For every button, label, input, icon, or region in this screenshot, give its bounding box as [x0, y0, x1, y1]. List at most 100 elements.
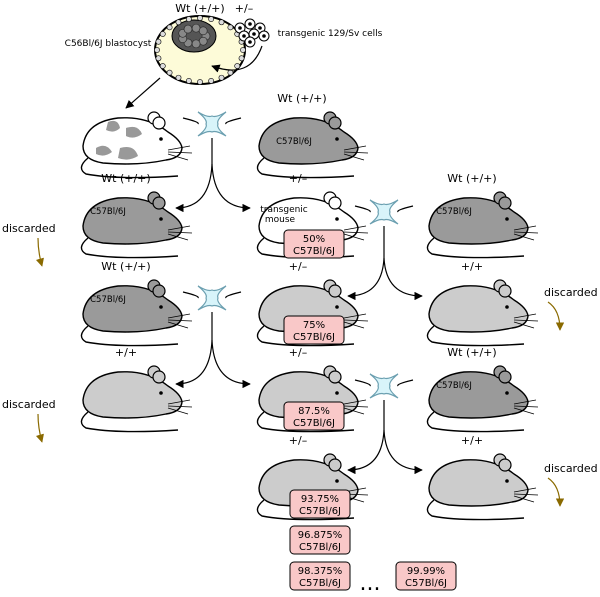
offspring-line [211, 163, 251, 213]
hom-mouse [426, 279, 539, 347]
discarded-label: discarded [544, 462, 598, 475]
mouse-genotype: Wt (+/+) [277, 92, 326, 105]
discard-arrow [35, 237, 44, 267]
wt-mouse: C57Bl/6J [80, 191, 193, 259]
percent-value: 96.875% [298, 530, 343, 541]
percent-box [289, 525, 351, 555]
cross-line [225, 117, 242, 125]
percent-50: 50%C57Bl/6J [283, 229, 345, 259]
mouse-genotype: Wt (+/+) [447, 346, 496, 359]
cross-line [182, 117, 199, 125]
mouse-genotype: +/– [289, 434, 307, 447]
spot-shape [96, 145, 112, 156]
discarded-label: discarded [544, 286, 598, 299]
percent-96-875: 96.875%C57Bl/6J [289, 525, 351, 555]
percent-value: 87.5% [298, 406, 330, 417]
cells-genotype: +/– [235, 2, 253, 15]
cross-icon [197, 111, 227, 137]
cross-line [225, 291, 242, 299]
mouse-strain-label: C57Bl/6J [436, 381, 472, 391]
mouse-genotype: +/– [289, 346, 307, 359]
offspring-line [175, 339, 213, 389]
offspring-line [383, 257, 423, 301]
mouse-genotype: +/– [289, 260, 307, 273]
percent-93-75: 93.75%C57Bl/6J [289, 489, 351, 519]
spot-shape [118, 147, 138, 160]
cross-icon [369, 199, 399, 225]
cross-line [182, 291, 199, 299]
mouse-strain-label: C57Bl/6J [90, 207, 126, 217]
percent-strain: C57Bl/6J [293, 418, 335, 429]
percent-box [289, 561, 351, 591]
cross-line [354, 379, 371, 387]
chimera-mouse [80, 111, 193, 179]
mouse-icon [80, 111, 193, 179]
cross-line [397, 379, 414, 387]
discard-arrow [547, 301, 565, 331]
chimera-arrow [125, 77, 161, 109]
percent-value: 99.99% [407, 566, 445, 577]
mouse-icon [80, 365, 193, 433]
mouse-strain-label: C57Bl/6J [436, 207, 472, 217]
cells-label: transgenic 129/Sv cells [278, 29, 383, 39]
ellipsis: ... [360, 571, 381, 593]
mouse-genotype: Wt (+/+) [447, 172, 496, 185]
transgenic-label: mouse [265, 215, 296, 225]
wt-mouse: C57Bl/6J [256, 111, 369, 179]
percent-value: 50% [303, 234, 325, 245]
mouse-genotype: Wt (+/+) [101, 172, 150, 185]
mouse-icon [80, 279, 193, 347]
injection-arrow [211, 45, 263, 73]
mouse-genotype: +/+ [115, 346, 137, 359]
discarded-label: discarded [2, 222, 56, 235]
spot-shape [106, 120, 120, 132]
transgenic-label: transgenic [260, 205, 308, 215]
offspring-line [175, 163, 213, 213]
mouse-strain-label: C57Bl/6J [90, 295, 126, 305]
mouse-genotype: +/– [289, 172, 307, 185]
percent-box [395, 561, 457, 591]
mouse-icon [426, 191, 539, 259]
percent-87-5: 87.5%C57Bl/6J [283, 401, 345, 431]
hom-mouse [426, 453, 539, 521]
percent-strain: C57Bl/6J [293, 332, 335, 343]
wt-mouse: C57Bl/6J [80, 279, 193, 347]
discard-arrow [547, 477, 565, 507]
mouse-icon [426, 453, 539, 521]
percent-box [283, 401, 345, 431]
percent-99-99: 99.99%C57Bl/6J [395, 561, 457, 591]
mouse-genotype: +/+ [461, 260, 483, 273]
blastocyst-label: C56Bl/6J blastocyst [65, 39, 152, 49]
percent-value: 75% [303, 320, 325, 331]
offspring-line [383, 429, 423, 475]
percent-98-375: 98.375%C57Bl/6J [289, 561, 351, 591]
offspring-line [347, 429, 385, 475]
percent-box [283, 315, 345, 345]
mouse-genotype: +/+ [461, 434, 483, 447]
cross-line [397, 205, 414, 213]
percent-box [289, 489, 351, 519]
offspring-line [211, 339, 251, 389]
percent-strain: C57Bl/6J [299, 542, 341, 553]
cross-line [354, 205, 371, 213]
percent-strain: C57Bl/6J [293, 246, 335, 257]
mouse-icon [80, 191, 193, 259]
blastocyst-icon [154, 15, 246, 85]
percent-strain: C57Bl/6J [405, 578, 447, 589]
percent-value: 98.375% [298, 566, 343, 577]
mouse-icon [256, 111, 369, 179]
percent-strain: C57Bl/6J [299, 578, 341, 589]
wt-mouse: C57Bl/6J [426, 191, 539, 259]
mouse-strain-label: C57Bl/6J [276, 137, 312, 147]
percent-strain: C57Bl/6J [299, 506, 341, 517]
cross-icon [369, 373, 399, 399]
spot-shape [126, 126, 142, 138]
discarded-label: discarded [2, 398, 56, 411]
wt-mouse: C57Bl/6J [426, 365, 539, 433]
mouse-icon [426, 365, 539, 433]
mouse-genotype: Wt (+/+) [101, 260, 150, 273]
percent-value: 93.75% [301, 494, 339, 505]
percent-box [283, 229, 345, 259]
